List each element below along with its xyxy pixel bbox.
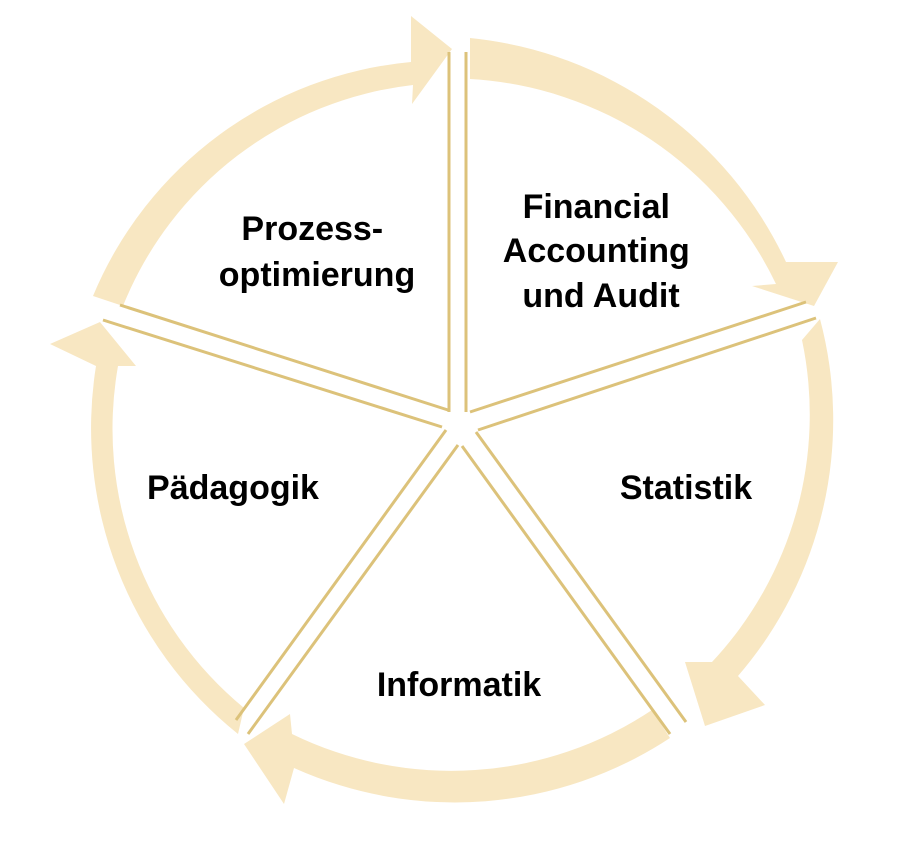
label-financial-line-2: Accounting bbox=[503, 232, 690, 270]
segment-labels: Prozess- optimierung Financial Accountin… bbox=[147, 188, 752, 704]
label-informatik: Informatik bbox=[377, 666, 541, 704]
arrow-arc-bottom bbox=[244, 710, 670, 804]
arrow-arc-left bbox=[50, 322, 244, 734]
label-statistik: Statistik bbox=[620, 469, 752, 507]
arrow-arc-top-left bbox=[93, 16, 452, 306]
spoke-dividers bbox=[102, 52, 817, 735]
label-financial-line-3: und Audit bbox=[522, 277, 679, 315]
label-prozess-line-2: optimierung bbox=[219, 256, 415, 294]
label-financial-accounting: Financial Accounting und Audit bbox=[503, 188, 699, 315]
cycle-arrows bbox=[50, 16, 838, 804]
arrow-arc-top-right bbox=[470, 38, 838, 306]
label-prozess-line-1: Prozess- bbox=[241, 210, 383, 248]
label-informatik-line-1: Informatik bbox=[377, 666, 541, 704]
label-statistik-line-1: Statistik bbox=[620, 469, 752, 507]
label-prozessoptimierung: Prozess- optimierung bbox=[219, 210, 415, 294]
label-paedagogik-line-1: Pädagogik bbox=[147, 469, 319, 507]
arrow-arc-right bbox=[685, 319, 834, 726]
label-paedagogik: Pädagogik bbox=[147, 469, 319, 507]
label-financial-line-1: Financial bbox=[523, 188, 670, 226]
